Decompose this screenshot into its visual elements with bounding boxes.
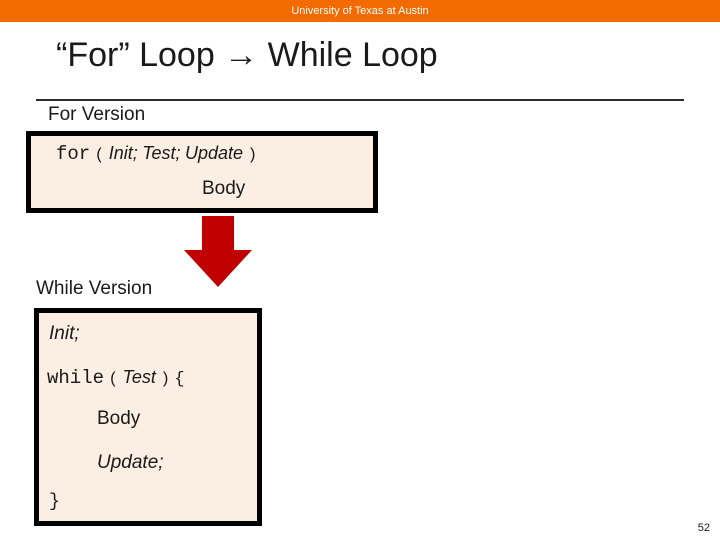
while-test: Test (122, 367, 156, 387)
while-open-brace: { (174, 370, 185, 389)
while-keyword: while (47, 367, 105, 389)
while-close-paren: ) (160, 370, 170, 388)
for-keyword: for (56, 143, 91, 165)
while-update-text: Update; (97, 452, 164, 473)
for-test: Test; (142, 143, 181, 163)
for-open-paren: ( (94, 146, 105, 164)
for-body-text: Body (202, 178, 246, 199)
for-close-paren: ) (247, 146, 258, 164)
for-loop-signature: for ( Init; Test; Update ) (56, 143, 257, 165)
while-version-label: While Version (36, 278, 153, 299)
for-loop-code-box: for ( Init; Test; Update ) Body (26, 131, 378, 213)
for-version-label: For Version (48, 104, 146, 125)
top-band: University of Texas at Austin (0, 0, 720, 22)
while-body-text: Body (97, 408, 141, 429)
page-title: “For” Loop → While Loop (56, 36, 438, 74)
while-loop-signature: while ( Test ) { (47, 367, 185, 389)
for-update: Update (185, 143, 244, 163)
band-accent-right (36, 0, 720, 22)
for-init: Init; (108, 143, 138, 163)
while-loop-code-box: Init; while ( Test ) { Body Update; } (34, 308, 262, 526)
while-init: Init; (49, 323, 80, 344)
title-divider (36, 99, 684, 101)
down-arrow-icon (184, 216, 252, 287)
band-accent-left (0, 0, 36, 22)
while-close-brace: } (49, 492, 60, 512)
university-name: University of Texas at Austin (291, 5, 429, 17)
while-open-paren: ( (108, 370, 119, 388)
page-number: 52 (697, 522, 710, 534)
